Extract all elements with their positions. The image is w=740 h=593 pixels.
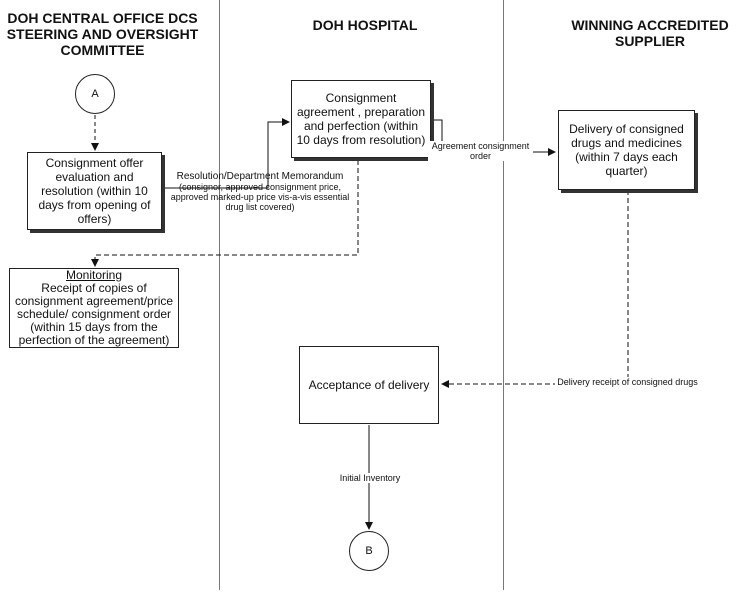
delivery-box: Delivery of consigned drugs and medicine… xyxy=(558,110,695,190)
lane-divider-left xyxy=(219,0,220,590)
monitoring-text: Receipt of copies of consignment agreeme… xyxy=(14,281,174,347)
resolution-title: Resolution/Department Memorandum xyxy=(176,171,344,182)
lane-title-line: STEERING AND OVERSIGHT xyxy=(6,26,199,42)
arrow-delivery-to-acceptance xyxy=(441,190,629,388)
initial-inventory-label: Initial Inventory xyxy=(330,473,410,483)
consignment-offer-box: Consignment offer evaluation and resolut… xyxy=(27,152,162,230)
arrow-offer-to-agreement xyxy=(162,118,290,189)
connector-a: A xyxy=(75,74,115,114)
delivery-text: Delivery of consigned drugs and medicine… xyxy=(569,122,684,178)
acceptance-box: Acceptance of delivery xyxy=(299,346,439,424)
delivery-receipt-label: Delivery receipt of consigned drugs xyxy=(555,377,700,387)
resolution-memorandum-label: Resolution/Department Memorandum (consig… xyxy=(170,171,350,213)
consignment-offer-text: Consignment offer evaluation and resolut… xyxy=(38,156,151,226)
lane-title-line: DOH CENTRAL OFFICE DCS xyxy=(7,10,198,26)
connector-a-label: A xyxy=(91,88,99,100)
connector-b-label: B xyxy=(365,545,373,557)
connector-b: B xyxy=(349,531,389,571)
lane-title-line: DOH HOSPITAL xyxy=(312,17,418,33)
arrow-agreement-to-monitoring xyxy=(91,160,359,267)
acceptance-text: Acceptance of delivery xyxy=(308,378,430,392)
monitoring-title: Monitoring xyxy=(65,268,123,282)
lane-header-supplier: WINNING ACCREDITED SUPPLIER xyxy=(560,17,740,49)
consignment-agreement-box: Consignment agreement , preparation and … xyxy=(291,80,431,158)
consignment-agreement-text: Consignment agreement , preparation and … xyxy=(296,91,426,147)
lane-header-central-office: DOH CENTRAL OFFICE DCS STEERING AND OVER… xyxy=(0,10,205,58)
delivery-receipt-text: Delivery receipt of consigned drugs xyxy=(557,377,698,387)
lane-title-line: WINNING ACCREDITED xyxy=(571,17,729,33)
agreement-order-text: Agreement consignment order xyxy=(431,141,530,161)
initial-inventory-text: Initial Inventory xyxy=(339,473,401,483)
lane-divider-right xyxy=(503,0,504,590)
resolution-detail: (consignor, approved consignment price, … xyxy=(170,182,350,212)
lane-title-line: SUPPLIER xyxy=(614,33,685,49)
lane-title-line: COMMITTEE xyxy=(60,42,145,58)
agreement-order-label: Agreement consignment order xyxy=(428,141,533,161)
monitoring-box: Monitoring Receipt of copies of consignm… xyxy=(9,268,179,348)
lane-header-hospital: DOH HOSPITAL xyxy=(230,17,500,33)
